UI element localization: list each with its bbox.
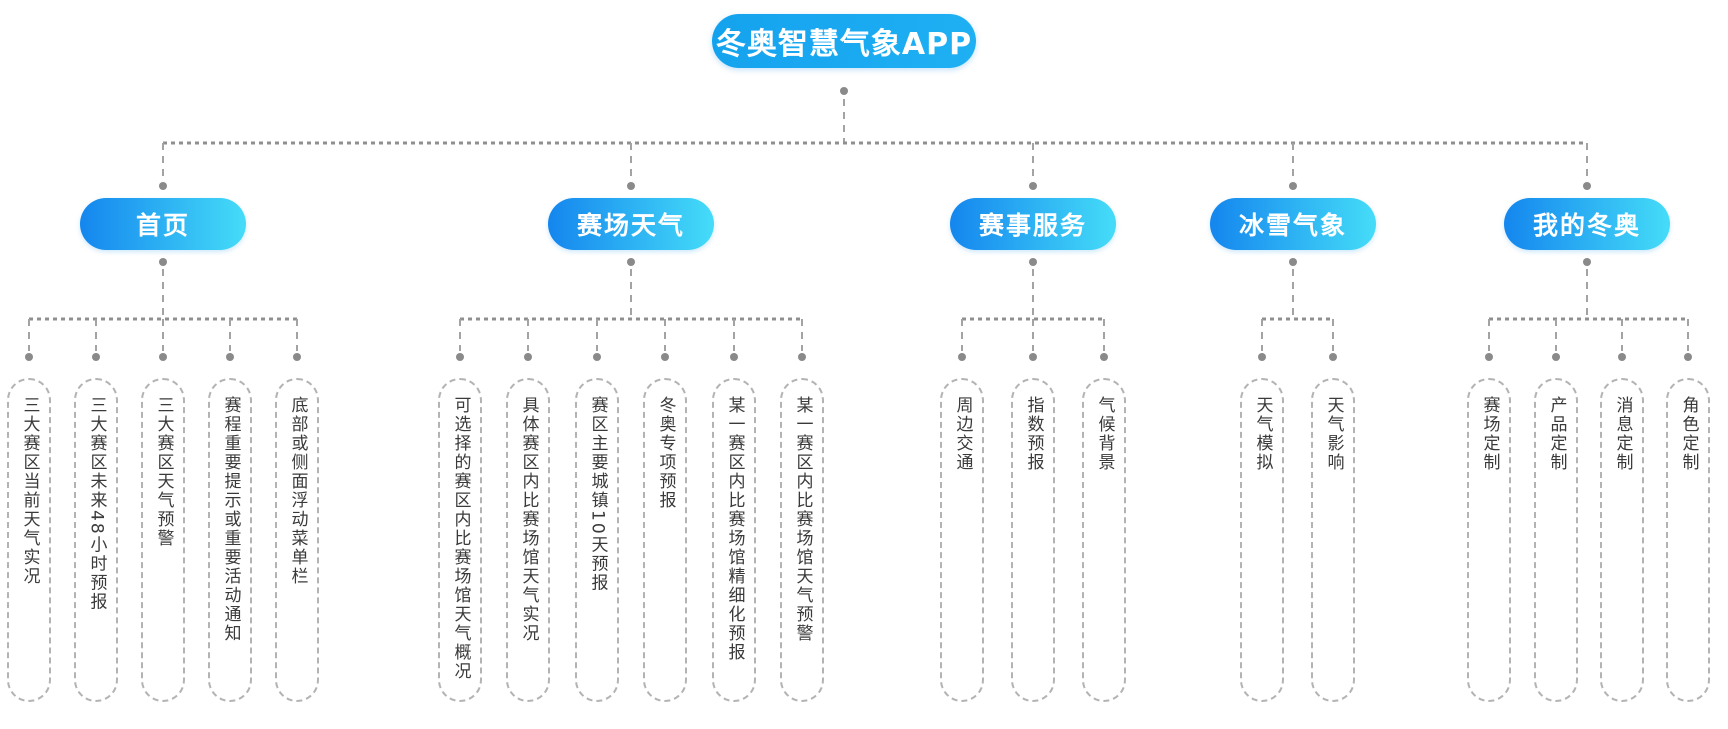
- leaf-node-label: 天气模拟: [1252, 396, 1273, 472]
- leaf-dot: [159, 353, 167, 361]
- branch-bottom-dot: [159, 258, 167, 266]
- branch-node-home: 首页: [80, 198, 246, 250]
- leaf-dot: [1684, 353, 1692, 361]
- leaf-node: 天气影响: [1311, 378, 1355, 702]
- leaf-node-label: 冬奥专项预报: [655, 396, 676, 510]
- leaf-dot: [730, 353, 738, 361]
- leaf-dot: [1485, 353, 1493, 361]
- leaf-node-label: 产品定制: [1546, 396, 1567, 472]
- branch-bottom-dot: [1029, 258, 1037, 266]
- leaf-node: 赛程重要提示或重要活动通知: [208, 378, 252, 702]
- leaf-node-label: 可选择的赛区内比赛场馆天气概况: [450, 396, 471, 681]
- leaf-dot: [661, 353, 669, 361]
- leaf-node: 周边交通: [940, 378, 984, 702]
- leaf-node-label: 赛程重要提示或重要活动通知: [220, 396, 241, 643]
- leaf-dot: [524, 353, 532, 361]
- leaf-node-label: 赛场定制: [1479, 396, 1500, 472]
- leaf-node: 产品定制: [1534, 378, 1578, 702]
- leaf-node-label: 三大赛区未来48小时预报: [86, 396, 107, 612]
- leaf-node: 天气模拟: [1240, 378, 1284, 702]
- leaf-node: 赛场定制: [1467, 378, 1511, 702]
- branch-top-dot: [627, 182, 635, 190]
- branch-top-dot: [1029, 182, 1037, 190]
- branch-bottom-dot: [1583, 258, 1591, 266]
- leaf-node-label: 气候背景: [1094, 396, 1115, 472]
- leaf-dot: [1618, 353, 1626, 361]
- leaf-node: 气候背景: [1082, 378, 1126, 702]
- leaf-node-label: 周边交通: [952, 396, 973, 472]
- branch-node-event-services: 赛事服务: [950, 198, 1116, 250]
- leaf-node: 消息定制: [1600, 378, 1644, 702]
- leaf-node-label: 赛区主要城镇10天预报: [587, 396, 608, 593]
- leaf-node-label: 某一赛区内比赛场馆天气预警: [792, 396, 813, 643]
- leaf-node: 某一赛区内比赛场馆天气预警: [780, 378, 824, 702]
- branch-bottom-dot: [627, 258, 635, 266]
- root-connector-dot: [840, 87, 848, 95]
- leaf-node: 某一赛区内比赛场馆精细化预报: [712, 378, 756, 702]
- leaf-dot: [1029, 353, 1037, 361]
- branch-node-venue-weather: 赛场天气: [548, 198, 714, 250]
- leaf-node: 角色定制: [1666, 378, 1710, 702]
- root-node: 冬奥智慧气象APP: [712, 14, 976, 68]
- leaf-dot: [226, 353, 234, 361]
- leaf-node-label: 底部或侧面浮动菜单栏: [287, 396, 308, 586]
- leaf-dot: [1100, 353, 1108, 361]
- branch-top-dot: [1583, 182, 1591, 190]
- leaf-dot: [456, 353, 464, 361]
- branch-node-my-winter-olympics: 我的冬奥: [1504, 198, 1670, 250]
- leaf-node: 指数预报: [1011, 378, 1055, 702]
- leaf-node: 三大赛区天气预警: [141, 378, 185, 702]
- leaf-dot: [92, 353, 100, 361]
- branch-node-ice-snow-weather: 冰雪气象: [1210, 198, 1376, 250]
- leaf-dot: [798, 353, 806, 361]
- leaf-dot: [293, 353, 301, 361]
- leaf-dot: [958, 353, 966, 361]
- leaf-dot: [1258, 353, 1266, 361]
- leaf-node-label: 指数预报: [1023, 396, 1044, 472]
- leaf-dot: [1329, 353, 1337, 361]
- leaf-node-label: 具体赛区内比赛场馆天气实况: [518, 396, 539, 643]
- leaf-node: 三大赛区当前天气实况: [7, 378, 51, 702]
- leaf-node: 可选择的赛区内比赛场馆天气概况: [438, 378, 482, 702]
- leaf-node: 赛区主要城镇10天预报: [575, 378, 619, 702]
- branch-bottom-dot: [1289, 258, 1297, 266]
- leaf-node-label: 消息定制: [1612, 396, 1633, 472]
- leaf-node-label: 三大赛区当前天气实况: [19, 396, 40, 586]
- leaf-node-label: 三大赛区天气预警: [153, 396, 174, 548]
- leaf-node-label: 角色定制: [1678, 396, 1699, 472]
- branch-top-dot: [159, 182, 167, 190]
- leaf-node: 具体赛区内比赛场馆天气实况: [506, 378, 550, 702]
- leaf-dot: [1552, 353, 1560, 361]
- leaf-dot: [25, 353, 33, 361]
- leaf-dot: [593, 353, 601, 361]
- leaf-node-label: 天气影响: [1323, 396, 1344, 472]
- branch-top-dot: [1289, 182, 1297, 190]
- leaf-node-label: 某一赛区内比赛场馆精细化预报: [724, 396, 745, 662]
- leaf-node: 三大赛区未来48小时预报: [74, 378, 118, 702]
- leaf-node: 底部或侧面浮动菜单栏: [275, 378, 319, 702]
- leaf-node: 冬奥专项预报: [643, 378, 687, 702]
